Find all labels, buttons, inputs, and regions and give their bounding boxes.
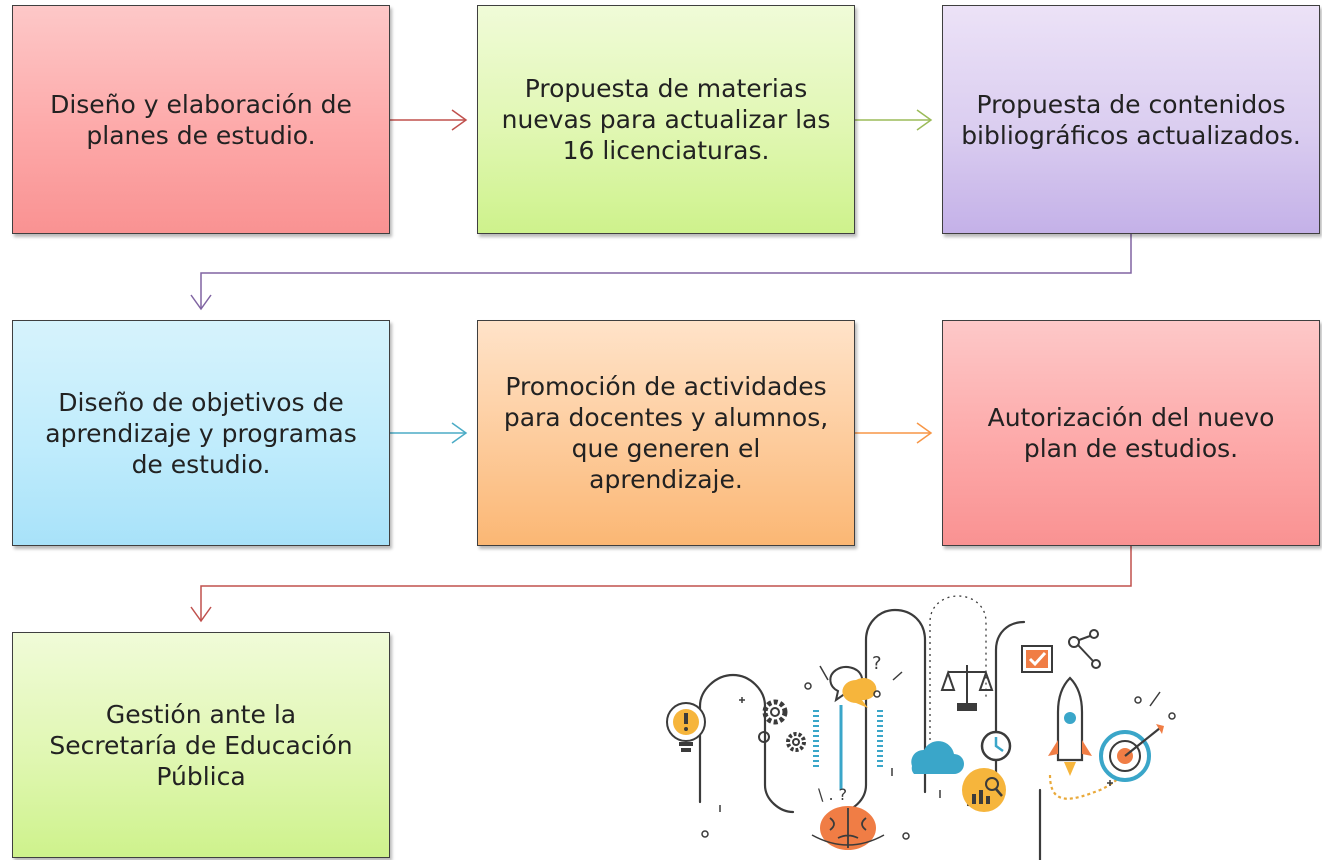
step-box-6: Autorización del nuevo plan de estudios. [942,320,1320,546]
arrow-b6-b7 [190,546,1132,623]
step-text-3: Propuesta de contenidos bibliográficos a… [961,89,1301,150]
step-text-4: Diseño de objetivos de aprendizaje y pro… [45,387,357,479]
arrow-b2-b3 [855,109,933,131]
arrow-b3-b4 [190,234,1132,311]
step-text-1: Diseño y elaboración de planes de estudi… [50,89,352,150]
speech-bubble-icon: ? [829,653,882,708]
brain-icon: \ . ? [811,785,885,850]
arrow-b1-b2 [390,109,468,131]
checkbox-icon [1021,645,1053,673]
step-text-2: Propuesta de materias nuevas para actual… [501,74,831,165]
arrow-b5-b6 [855,422,933,444]
rocket-icon [1048,676,1092,776]
step-box-5: Promoción de actividades para docentes y… [477,320,855,546]
arrow-b4-b5 [390,422,468,444]
svg-text:?: ? [872,653,882,674]
clock-icon [980,730,1012,762]
step-text-6: Autorización del nuevo plan de estudios. [987,403,1275,463]
step-text-7: Gestión ante la Secretaría de Educación … [49,699,353,791]
step-box-2: Propuesta de materias nuevas para actual… [477,5,855,234]
gears-icon [758,699,806,752]
network-nodes-icon [1068,629,1101,669]
step-box-7: Gestión ante la Secretaría de Educación … [12,632,390,858]
lightbulb-icon [666,702,706,752]
cloud-icon [911,741,964,774]
target-icon [1099,724,1164,782]
winding-path [698,608,1042,860]
chart-magnifier-icon [962,768,1006,812]
step-text-5: Promoción de actividades para docentes y… [503,372,829,494]
step-box-3: Propuesta de contenidos bibliográficos a… [942,5,1320,234]
svg-text:\ . ?: \ . ? [818,785,847,804]
step-box-1: Diseño y elaboración de planes de estudi… [12,5,390,234]
step-box-4: Diseño de objetivos de aprendizaje y pro… [12,320,390,546]
scales-icon [940,665,994,711]
decorative-sparkles [701,665,1176,840]
